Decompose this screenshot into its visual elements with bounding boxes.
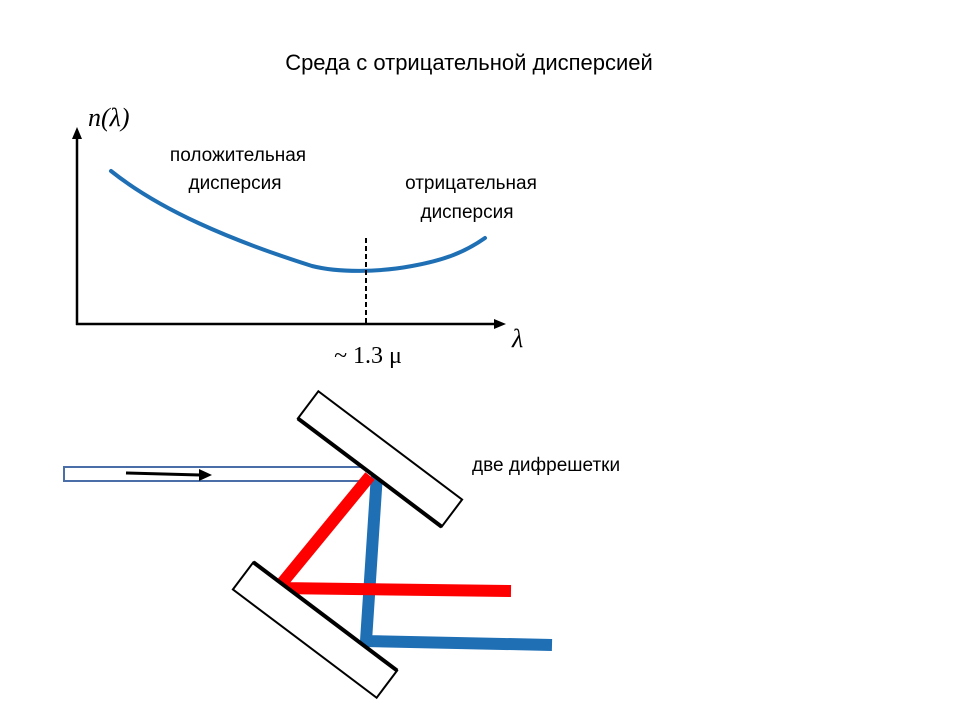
input-beam-arrow-shaft — [125, 471, 201, 477]
x-axis-arrowhead — [494, 319, 506, 329]
negative-dispersion-label-line1: отрицательная — [405, 173, 537, 194]
x-axis-label: λ — [511, 324, 523, 353]
upper-grating — [296, 389, 464, 529]
zero-dispersion-marker-label: ~ 1.3 μ — [334, 343, 402, 369]
y-axis-arrowhead — [72, 127, 82, 139]
input-beam — [63, 466, 377, 482]
lower-grating — [231, 560, 399, 700]
y-axis-label: n(λ) — [88, 103, 130, 132]
gratings-label: две дифрешетки — [472, 455, 620, 476]
input-beam-arrowhead — [199, 469, 212, 481]
dispersion-graph: n(λ) λ ~ 1.3 μ положительная дисперсия о… — [72, 103, 537, 369]
dispersion-curve — [109, 169, 487, 273]
positive-dispersion-label-line2: дисперсия — [188, 173, 281, 194]
slide-title: Среда с отрицательной дисперсией — [285, 50, 653, 75]
positive-dispersion-label-line1: положительная — [170, 145, 306, 166]
negative-dispersion-label-line2: дисперсия — [420, 202, 513, 223]
blue-beam — [359, 473, 553, 651]
grating-compressor: две дифрешетки — [63, 389, 620, 700]
